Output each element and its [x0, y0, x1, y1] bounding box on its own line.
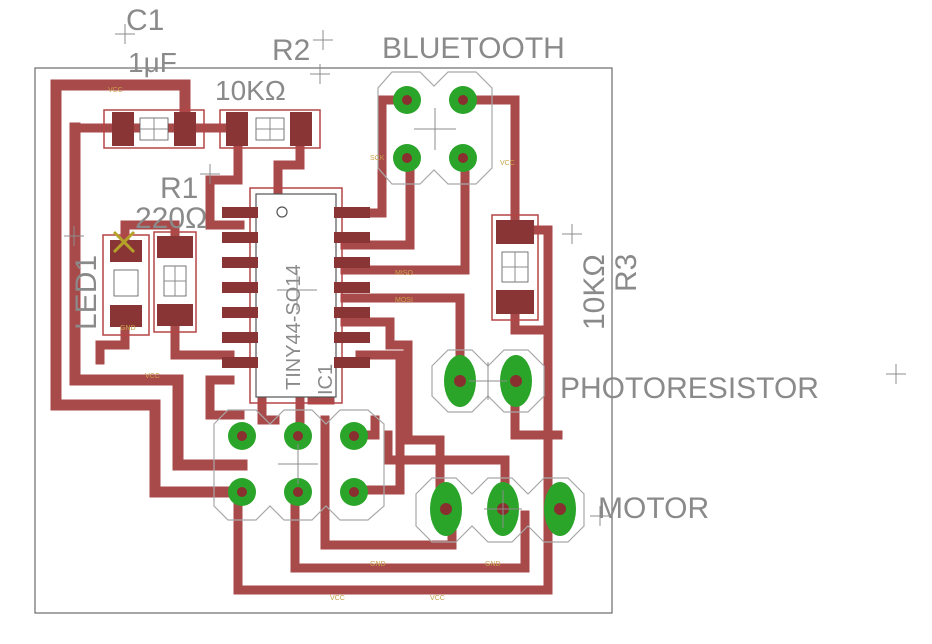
resistor-r2[interactable]	[219, 109, 321, 149]
trace-motor-1	[340, 317, 445, 520]
signal-label: VCC	[108, 87, 123, 94]
trace-vcc-bottom	[233, 325, 553, 595]
r2-value-label: 10KΩ	[215, 75, 286, 106]
bluetooth-label: BLUETOOTH	[382, 32, 565, 65]
signal-label: GND	[485, 561, 501, 568]
signal-labels: VCC SCK VCC MISO MOSI GND VCC GND VCC VC…	[108, 87, 515, 602]
trace-led-bot	[95, 315, 130, 365]
signal-label: SCK	[370, 155, 385, 162]
isp-header[interactable]	[213, 409, 385, 521]
trace-bt-2	[340, 153, 415, 250]
photoresistor-label: PHOTORESISTOR	[560, 372, 819, 405]
signal-label: MISO	[395, 270, 413, 277]
signal-label: VCC	[500, 160, 515, 167]
r3-value-label: 10KΩ	[578, 254, 611, 330]
r1-name-label: R1	[160, 172, 198, 205]
signal-label: MOSI	[395, 297, 413, 304]
trace-vcc-left	[50, 79, 250, 498]
photoresistor-connector[interactable]	[431, 349, 545, 413]
c1-name-label: C1	[126, 4, 164, 37]
bluetooth-header[interactable]	[377, 71, 493, 185]
r3-name-label: R3	[610, 254, 643, 292]
board-outline	[34, 67, 613, 614]
trace-bt-4	[460, 95, 520, 235]
trace-gnd-left	[69, 122, 248, 471]
r1-value-label: 220Ω	[135, 202, 207, 235]
trace-photo-1	[340, 293, 465, 385]
origin-markers	[64, 24, 906, 526]
trace-gnd-bottom	[290, 487, 530, 573]
led-label: LED1	[70, 255, 103, 330]
signal-label: GND	[370, 561, 386, 568]
signal-label: VCC	[430, 595, 445, 602]
trace-bt-3	[340, 153, 470, 275]
ic-label: TINY44-SO14	[283, 264, 305, 390]
trace-ic-l7	[205, 375, 245, 420]
motor-connector[interactable]	[415, 477, 585, 543]
motor-label: MOTOR	[598, 492, 709, 525]
r2-name-label: R2	[272, 34, 310, 67]
resistor-r1[interactable]	[153, 231, 197, 333]
ic-ref-label: IC1	[315, 364, 337, 395]
signal-label: GND	[120, 325, 136, 332]
c1-value-label: 1μF	[128, 47, 177, 78]
resistor-r3[interactable]	[491, 214, 539, 321]
capacitor-c1[interactable]	[103, 109, 205, 149]
signal-label: VCC	[330, 595, 345, 602]
component-labels: C1 1μF R2 10KΩ BLUETOOTH R1 220Ω LED1 TI…	[70, 4, 819, 525]
trace-isp-right	[350, 350, 405, 495]
led-d1[interactable]	[102, 230, 150, 336]
signal-label: VCC	[145, 373, 160, 380]
ic-attiny44[interactable]	[222, 187, 370, 404]
